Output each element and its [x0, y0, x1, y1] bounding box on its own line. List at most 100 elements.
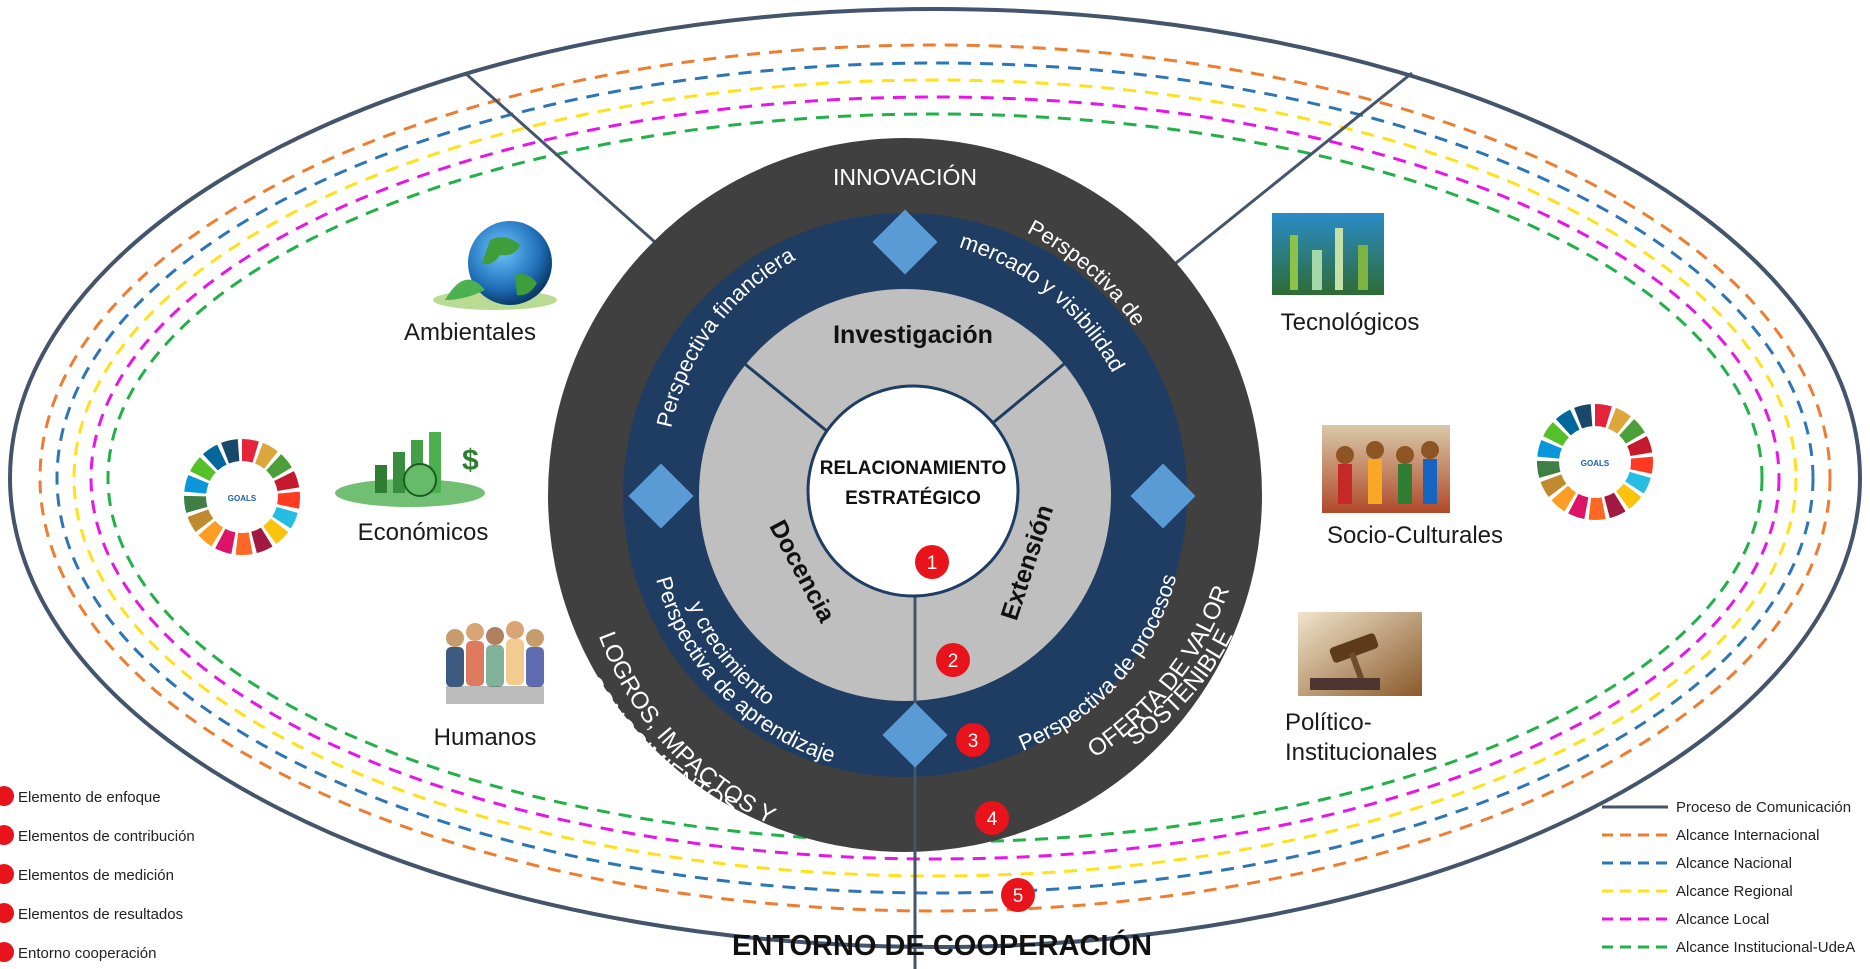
ring-internacional: [38, 43, 1832, 913]
sdg-segment: [202, 444, 227, 471]
sdg-segment: [242, 439, 259, 463]
sdg-segment: [235, 532, 253, 555]
sdg-segment: [1588, 497, 1606, 520]
diamond-bottom: [882, 702, 948, 768]
sdg-segment: [1574, 404, 1593, 429]
line-legend-item: Proceso de Comunicación: [1602, 799, 1851, 816]
sdg-center: [213, 468, 271, 526]
line-legend-label: Alcance Nacional: [1676, 855, 1792, 872]
ring-regional: [72, 78, 1798, 878]
sdg-label: GOALS: [228, 494, 257, 503]
marker-legend-item: Elemento de enfoque: [0, 786, 161, 806]
sdg-segment: [1543, 422, 1569, 446]
sdg-segment: [251, 527, 273, 554]
label-economicos: Económicos: [358, 519, 489, 546]
environment-title: ENTORNO DE COOPERACIÓN: [732, 928, 1152, 962]
label-politico-line1: Político-: [1285, 709, 1372, 736]
marker-2: 2: [936, 643, 970, 677]
socio-cultural-photo-icon: [1322, 425, 1450, 513]
marker-legend-dot: [0, 903, 14, 923]
technology-photo-icon: [1272, 213, 1384, 295]
line-legend-item: Alcance Regional: [1602, 883, 1793, 900]
marker-legend-dot: [0, 942, 14, 962]
diamond-right: [1130, 463, 1196, 529]
sdg-segment: [1537, 460, 1561, 478]
marker-legend-label: Elementos de medición: [18, 867, 174, 884]
money-growth-icon: $: [335, 432, 485, 507]
gavel-photo-icon: [1298, 612, 1422, 696]
marker-4-text: 4: [987, 809, 998, 830]
sdg-segment: [1630, 456, 1653, 474]
sdg-segment: [190, 457, 216, 481]
sdg-wheel-left: GOALS: [184, 439, 300, 555]
label-ambientales: Ambientales: [404, 319, 536, 346]
marker-legend-dot: [0, 825, 14, 845]
label-humanos: Humanos: [434, 724, 537, 751]
sdg-wheel-right: GOALS: [1537, 404, 1653, 520]
line-legend-label: Alcance Institucional-UdeA: [1676, 939, 1855, 956]
marker-legend-label: Elemento de enfoque: [18, 789, 161, 806]
sdg-segment: [277, 491, 300, 509]
line-legend-label: Proceso de Comunicación: [1676, 799, 1851, 816]
label-innovacion: INNOVACIÓN: [833, 164, 977, 190]
marker-legend-label: Elementos de contribución: [18, 828, 195, 845]
marker-3-text: 3: [968, 731, 979, 752]
sdg-segment: [1627, 436, 1653, 457]
line-legend-label: Alcance Internacional: [1676, 827, 1819, 844]
sdg-segment: [1607, 407, 1631, 434]
line-legend-label: Alcance Regional: [1676, 883, 1793, 900]
marker-2-text: 2: [948, 651, 959, 672]
marker-1-text: 1: [927, 553, 938, 574]
line-legend-item: Alcance Institucional-UdeA: [1602, 939, 1855, 956]
line-legend-item: Alcance Internacional: [1602, 827, 1819, 844]
sdg-segment: [254, 442, 278, 469]
diamond-top: [872, 209, 938, 275]
marker-legend-label: Elementos de resultados: [18, 906, 183, 923]
money-growth-symbol: $: [462, 444, 479, 477]
sdg-segment: [215, 528, 236, 555]
marker-5: 5: [1001, 878, 1035, 912]
sdg-segment: [1619, 419, 1645, 444]
sdg-segment: [1616, 483, 1642, 509]
sdg-segment: [1604, 492, 1626, 519]
label-tecnologicos: Tecnológicos: [1281, 309, 1420, 336]
sdg-segment: [1551, 485, 1577, 512]
marker-legend-dot: [0, 786, 14, 806]
sdg-segment: [1540, 474, 1567, 497]
marker-legend-item: Entorno cooperación: [0, 942, 156, 962]
outer-boundary-ellipse: [8, 7, 1862, 949]
sdg-segment: [1555, 409, 1580, 436]
line-legend-item: Alcance Nacional: [1602, 855, 1792, 872]
diamond-left: [628, 463, 694, 529]
marker-1: 1: [915, 545, 949, 579]
marker-legend-dot: [0, 864, 14, 884]
ring-local: [89, 95, 1781, 861]
line-legend-item: Alcance Local: [1602, 911, 1769, 928]
people-icon: [446, 621, 544, 704]
sdg-segment: [263, 518, 289, 544]
center-title-line2: ESTRATÉGICO: [845, 487, 981, 509]
sdg-segment: [1568, 493, 1589, 520]
marker-3: 3: [956, 723, 990, 757]
label-socio-culturales: Socio-Culturales: [1327, 522, 1503, 549]
sdg-segment: [1537, 440, 1562, 459]
center-circle: [806, 384, 1020, 598]
sdg-segment: [184, 475, 209, 494]
marker-legend-item: Elementos de resultados: [0, 903, 183, 923]
marker-4: 4: [975, 801, 1009, 835]
sdg-label: GOALS: [1581, 459, 1610, 468]
center-title-line1: RELACIONAMIENTO: [820, 458, 1006, 479]
sdg-segment: [274, 471, 300, 492]
sdg-segment: [221, 439, 240, 464]
sdg-segment: [184, 495, 208, 513]
sdg-center: [1566, 433, 1624, 491]
comm-line-right: [1129, 71, 1413, 302]
sdg-segment: [1595, 404, 1612, 428]
marker-5-text: 5: [1013, 886, 1024, 907]
ring-nacional: [55, 61, 1815, 895]
line-legend-label: Alcance Local: [1676, 911, 1769, 928]
marker-legend-label: Entorno cooperación: [18, 945, 156, 962]
sdg-segment: [187, 509, 214, 532]
